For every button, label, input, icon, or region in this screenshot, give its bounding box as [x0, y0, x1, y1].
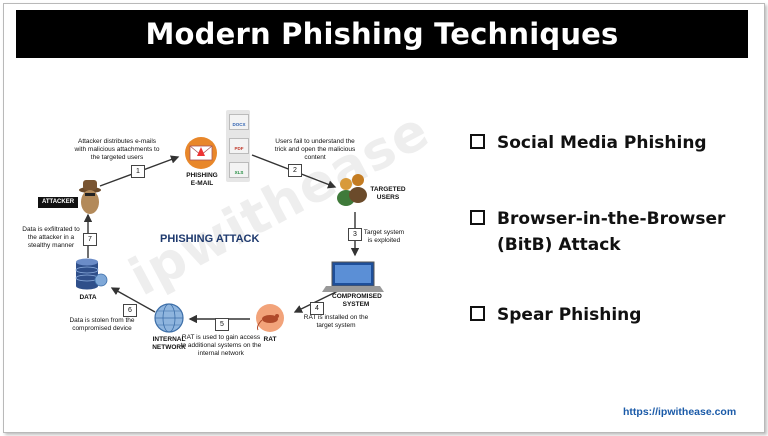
technique-item: Spear Phishing	[470, 302, 641, 328]
step-1-badge: 1	[131, 165, 145, 178]
users-icon	[337, 174, 367, 206]
phishing-email-label: PHISHING E-MAIL	[186, 172, 218, 187]
checkbox-icon	[470, 306, 485, 321]
step-3-text: Target system is exploited	[363, 229, 405, 244]
xls-icon: XLS	[229, 162, 249, 178]
data-label: DATA	[79, 294, 97, 301]
step-6-badge: 6	[123, 304, 137, 317]
technique-label: Spear Phishing	[497, 305, 642, 325]
step-5-badge: 5	[215, 318, 229, 331]
envelope-icon	[185, 137, 217, 169]
targeted-users-label: TARGETED USERS	[370, 186, 406, 201]
phishing-attack-label: PHISHING ATTACK	[160, 233, 260, 245]
checkbox-icon	[470, 134, 485, 149]
internal-network-label: INTERNAL NETWORK	[152, 336, 186, 351]
step-7-text: Data is exfiltrated to the attacker in a…	[22, 226, 80, 249]
rat-label: RAT	[263, 336, 277, 343]
technique-label: Social Media Phishing	[497, 133, 707, 153]
checkbox-icon	[470, 210, 485, 225]
database-icon	[75, 258, 108, 290]
network-globe-icon	[154, 303, 184, 333]
technique-label: Browser-in-the-Browser (BitB) Attack	[497, 209, 726, 255]
slide-frame	[3, 3, 765, 433]
laptop-icon	[322, 261, 384, 292]
step-4-text: RAT is installed on the target system	[303, 314, 369, 329]
step-4-badge: 4	[310, 302, 324, 315]
step-2-badge: 2	[288, 164, 302, 177]
step-5-text: RAT is used to gain access to additional…	[180, 334, 262, 357]
attacker-label: ATTACKER	[38, 197, 78, 208]
step-2-text: Users fail to understand the trick and o…	[274, 138, 356, 161]
step-1-text: Attacker distributes e-mails with malici…	[74, 138, 160, 161]
hacker-icon	[79, 180, 101, 214]
docx-icon: DOCX	[229, 114, 249, 130]
step-3-badge: 3	[348, 228, 362, 241]
arrow-step-6	[110, 287, 156, 313]
pdf-icon: PDF	[229, 138, 249, 154]
compromised-system-label: COMPROMISED SYSTEM	[332, 293, 382, 308]
page-title: Modern Phishing Techniques	[145, 17, 619, 51]
source-link[interactable]: https://ipwithease.com	[623, 406, 737, 418]
technique-item: Browser-in-the-Browser (BitB) Attack	[470, 206, 725, 258]
title-banner: Modern Phishing Techniques	[16, 10, 748, 58]
step-6-text: Data is stolen from the compromised devi…	[69, 317, 135, 332]
rat-icon	[256, 304, 284, 332]
arrow-step-4	[293, 289, 341, 313]
technique-item: Social Media Phishing	[470, 130, 707, 156]
step-7-badge: 7	[83, 233, 97, 246]
